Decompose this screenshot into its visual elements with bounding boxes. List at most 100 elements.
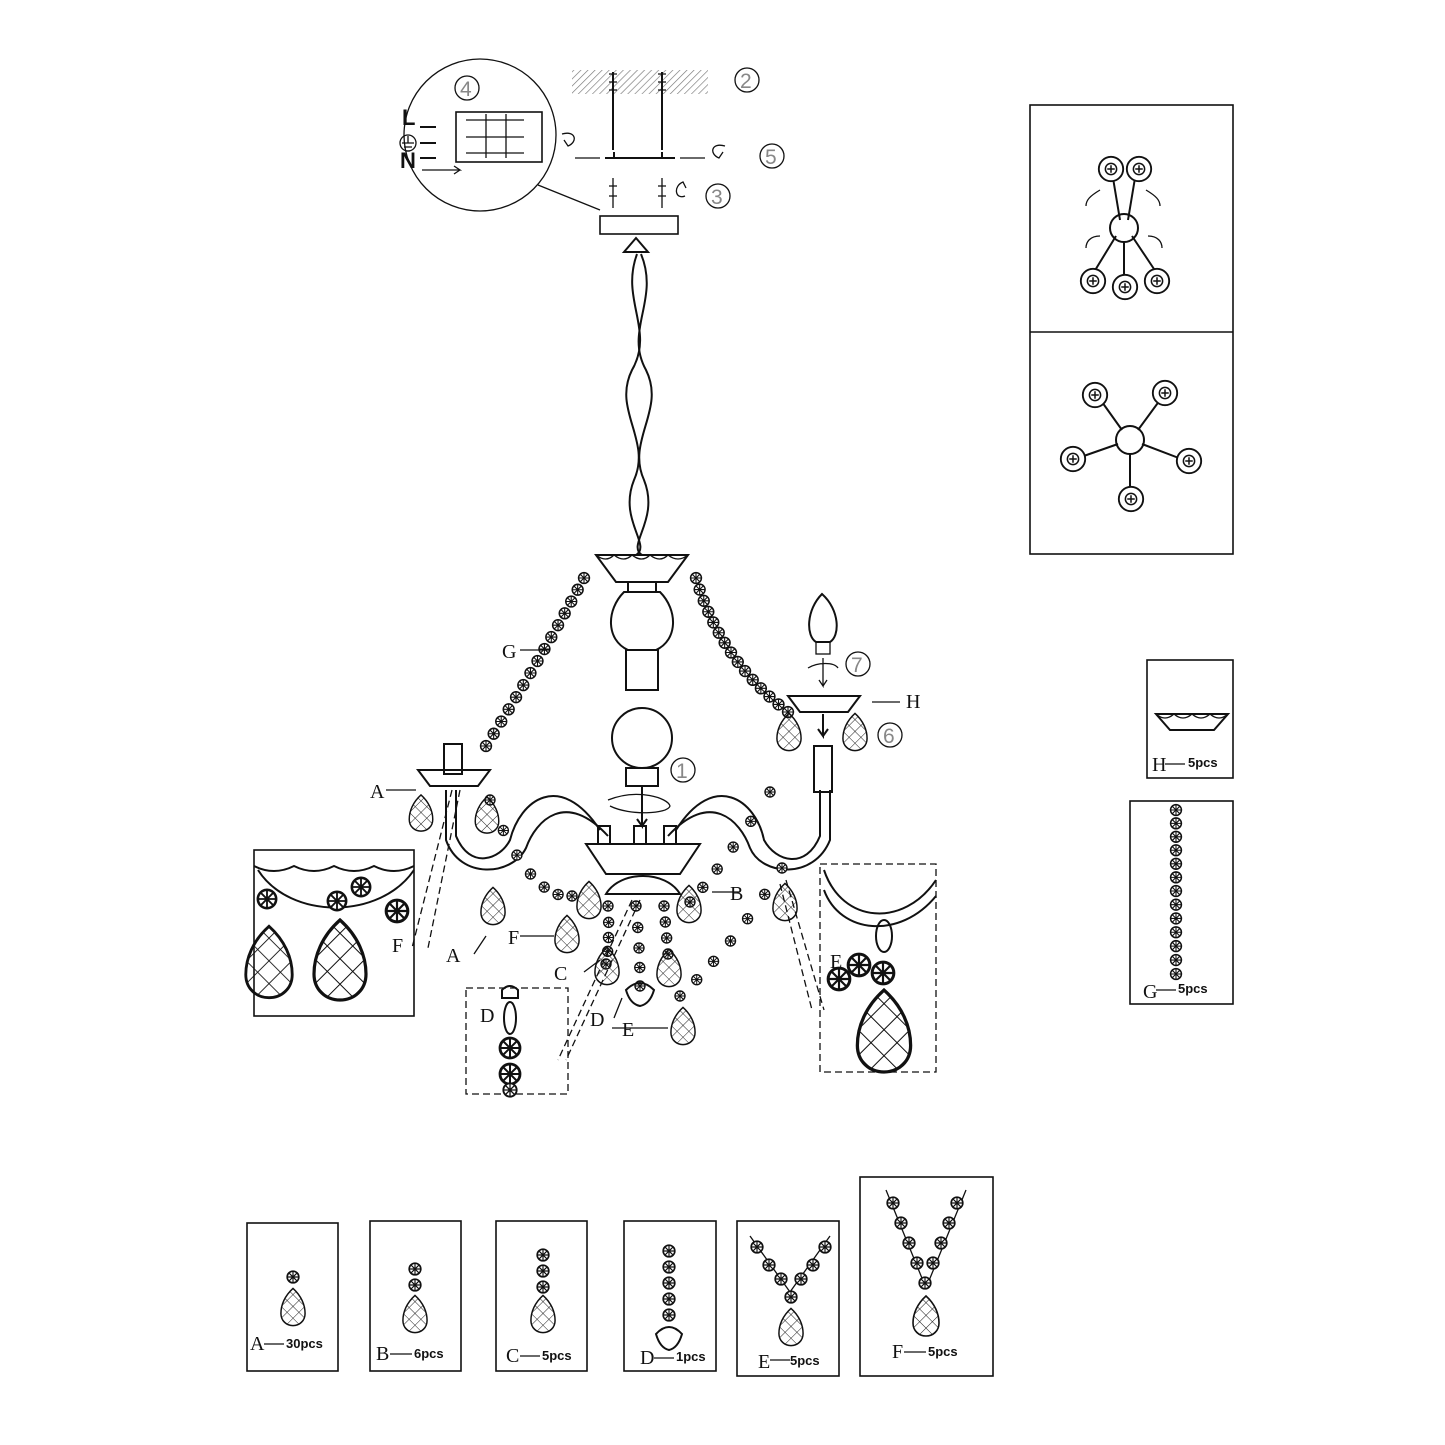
screw-icon: [1151, 379, 1179, 407]
bead-icon: [565, 595, 578, 608]
part-a-letter: A: [250, 1333, 265, 1355]
inset-label-e: E: [830, 951, 842, 973]
part-f-letter: F: [892, 1341, 903, 1363]
wiring-inset: 4 L N: [399, 58, 601, 212]
bead-icon: [689, 571, 703, 585]
bead-icon: [571, 583, 584, 596]
bead-icon: [538, 881, 550, 893]
crystal-drop-icon: [554, 914, 580, 954]
bead-icon: [524, 666, 537, 680]
inset-label-f: F: [392, 935, 403, 957]
bulb-icon: [808, 592, 838, 655]
bead-icon: [718, 636, 731, 649]
step-3-label: 3: [711, 186, 723, 209]
bead-icon: [509, 691, 523, 704]
bead-icon: [707, 616, 720, 629]
bead-icon: [1169, 844, 1183, 857]
garland-g-strand: [1169, 803, 1183, 981]
wiring-rotation-panel: [1029, 104, 1234, 555]
part-panel-h: H 5pcs: [1146, 659, 1234, 779]
bead-icon: [531, 654, 544, 668]
bead-icon: [741, 912, 754, 925]
label-a: A: [370, 781, 385, 803]
screw-icon: [1111, 273, 1139, 301]
screw-icon: [1097, 155, 1125, 183]
bead-icon: [691, 973, 703, 986]
bead-icon: [754, 682, 768, 695]
label-b: B: [730, 883, 743, 905]
step-4-label: 4: [460, 78, 472, 101]
part-a-qty: 30pcs: [286, 1336, 323, 1351]
crystal-drop-icon: [842, 712, 868, 752]
screw-icon: [1143, 267, 1171, 295]
bead-icon: [697, 594, 710, 607]
bead-icon: [517, 678, 530, 692]
detail-inset-e: E: [819, 863, 937, 1074]
parts-list: A 30pcs B 6pcs C 5pcs: [246, 1176, 994, 1377]
bead-icon: [776, 862, 788, 874]
terminal-block: [455, 111, 543, 163]
part-panel-f: F 5pcs: [859, 1176, 994, 1377]
part-d-qty: 1pcs: [676, 1349, 706, 1364]
garland-g-right: [689, 571, 795, 719]
bead-icon: [702, 605, 715, 618]
live-wire-label: L: [402, 105, 415, 130]
part-panel-e: E 5pcs: [736, 1220, 840, 1377]
bead-icon: [602, 900, 614, 912]
bead-icon: [727, 841, 739, 853]
bead-icon: [634, 961, 646, 974]
part-b-letter: B: [376, 1343, 389, 1365]
bead-icon: [746, 673, 759, 687]
bead-icon: [1169, 884, 1183, 898]
part-c-qty: 5pcs: [542, 1348, 572, 1363]
label-g: G: [502, 641, 516, 663]
crystal-drop-icon: [776, 712, 802, 752]
rotate-arrow-icon: [1085, 189, 1163, 249]
step-6-label: 6: [883, 725, 895, 748]
step-1-label: 1: [676, 760, 688, 783]
screw-icon: [1117, 485, 1145, 513]
bead-icon: [1169, 926, 1183, 939]
central-bowl: [584, 843, 702, 875]
part-callouts: A G H B F A C D E: [370, 641, 920, 1061]
bead-icon: [558, 607, 571, 620]
part-panel-a: A 30pcs: [246, 1222, 339, 1372]
label-c: C: [554, 963, 567, 985]
label-f: F: [508, 927, 519, 949]
bead-icon: [632, 921, 644, 934]
bead-icon: [1169, 912, 1183, 925]
label-e: E: [622, 1019, 634, 1041]
bead-icon: [524, 868, 537, 880]
bead-icon: [602, 931, 615, 944]
bead-icon: [711, 863, 723, 875]
bead-icon: [759, 888, 771, 901]
upper-bobeche: [594, 554, 690, 583]
bead-icon: [566, 890, 578, 902]
glass-ball: [611, 707, 673, 769]
part-f-qty: 5pcs: [928, 1344, 958, 1359]
bead-icon: [1169, 817, 1183, 830]
bead-icon: [495, 715, 508, 728]
bead-icon: [697, 881, 709, 894]
bead-icon: [633, 942, 645, 954]
bead-icon: [745, 815, 757, 828]
bead-icon: [1169, 830, 1183, 843]
bead-icon: [738, 664, 752, 678]
bead-icon: [1169, 953, 1183, 967]
bead-icon: [707, 955, 720, 968]
bead-icon: [487, 727, 500, 740]
panel-h-qty: 5pcs: [1188, 755, 1218, 770]
bead-icon: [764, 786, 776, 798]
panel-g-qty: 5pcs: [1178, 981, 1208, 996]
crystal-drop-icon: [772, 882, 798, 922]
crystal-drop-icon: [474, 796, 500, 834]
bead-icon: [552, 888, 564, 901]
bead-icon: [1169, 967, 1183, 981]
bead-icon: [660, 932, 673, 944]
part-panel-g: G 5pcs: [1129, 800, 1234, 1005]
chandelier-drops: [408, 712, 868, 1046]
crystal-drop-icon: [480, 886, 506, 926]
crystal-drop-icon: [656, 948, 682, 988]
bead-icon: [659, 916, 672, 928]
